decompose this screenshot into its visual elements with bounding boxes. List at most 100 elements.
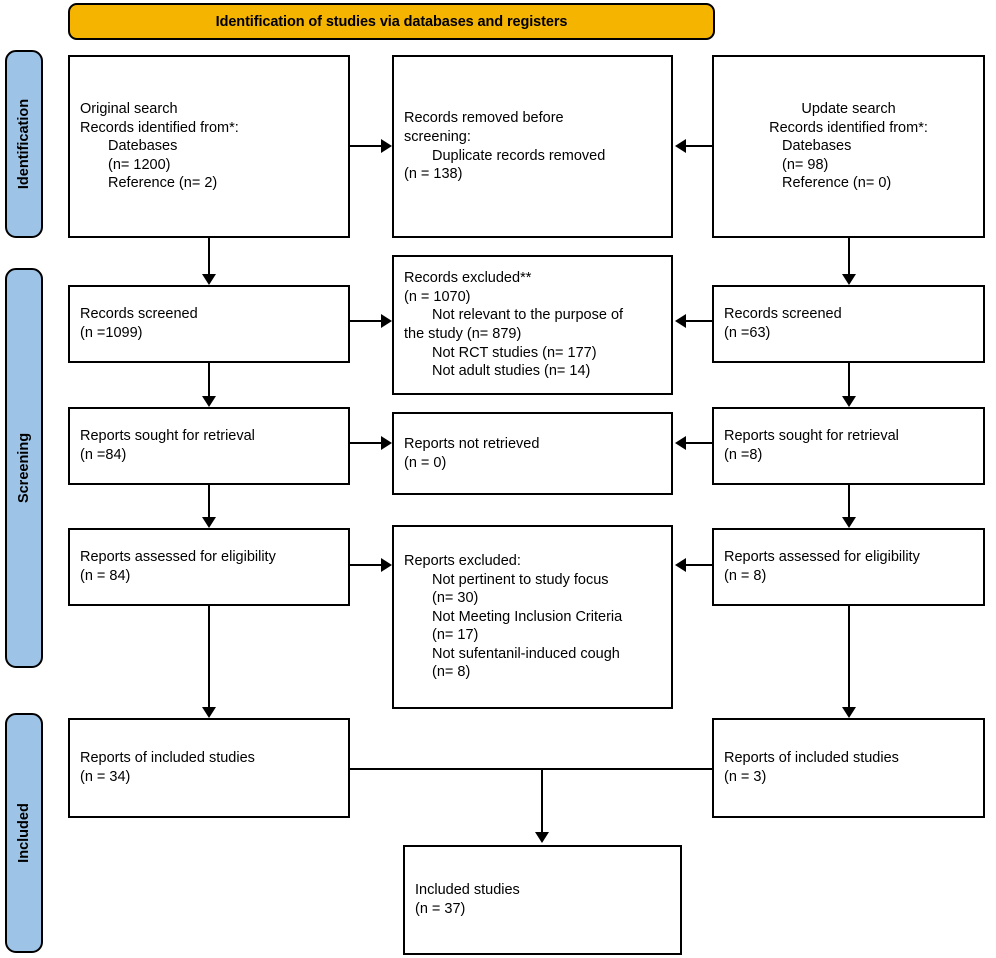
node-records-excluded: Records excluded** (n = 1070) Not releva… <box>392 255 673 395</box>
node-line: Records screened <box>80 306 198 323</box>
edge-origsearch-to-screened <box>208 238 210 274</box>
node-line: (n = 138) <box>404 166 463 183</box>
stage-label-included: Included <box>16 803 32 863</box>
arrowhead-left <box>675 314 686 328</box>
node-line: Not adult studies (n= 14) <box>432 363 591 380</box>
node-line: Reports assessed for eligibility <box>724 549 920 566</box>
arrowhead-down <box>842 517 856 528</box>
node-line: Reports assessed for eligibility <box>80 549 276 566</box>
edge-screenedright-to-sought <box>848 363 850 396</box>
node-line: Records identified from*: <box>80 119 239 136</box>
arrowhead-left <box>675 558 686 572</box>
node-line: Reports not retrieved <box>404 435 540 452</box>
edge-soughtright-to-assessed <box>848 485 850 517</box>
node-line: Records excluded** <box>404 270 532 287</box>
node-line: Reports of included studies <box>80 750 255 767</box>
node-reports-sought-right: Reports sought for retrieval (n =8) <box>712 407 985 485</box>
node-line: Not RCT studies (n= 177) <box>432 344 597 361</box>
node-line: Reports excluded: <box>404 553 521 570</box>
node-reports-assessed-left: Reports assessed for eligibility (n = 84… <box>68 528 350 606</box>
arrowhead-left <box>675 139 686 153</box>
node-line: (n = 84) <box>80 568 131 584</box>
arrowhead-right <box>381 314 392 328</box>
node-line: (n = 3) <box>724 769 767 785</box>
node-line: screening: <box>404 128 661 147</box>
node-reports-included-right: Reports of included studies (n = 3) <box>712 718 985 818</box>
node-reports-assessed-right: Reports assessed for eligibility (n = 8) <box>712 528 985 606</box>
node-included-studies-total: Included studies (n = 37) <box>403 845 682 955</box>
edge-screenedleft-to-sought <box>208 363 210 396</box>
node-line-part-italic: before <box>522 110 564 127</box>
node-line: (n= 17) <box>432 627 479 644</box>
arrowhead-right <box>381 436 392 450</box>
edge-updatesearch-to-screened <box>848 238 850 274</box>
node-reports-sought-left: Reports sought for retrieval (n =84) <box>68 407 350 485</box>
node-line: Datebases <box>108 138 178 155</box>
edge-assessedright-to-included <box>848 606 850 707</box>
node-line: Not Meeting Inclusion Criteria <box>432 608 623 625</box>
node-line: (n =84) <box>80 447 127 463</box>
node-line: (n= 30) <box>432 590 479 607</box>
node-line: Included studies <box>415 882 520 899</box>
node-reports-not-retrieved: Reports not retrieved (n = 0) <box>392 412 673 495</box>
stage-bar-included: Included <box>5 713 43 953</box>
node-line: Reports sought for retrieval <box>724 428 899 445</box>
node-line: Update search <box>801 101 896 118</box>
node-line: Reference (n= 2) <box>108 175 218 192</box>
node-line: Not pertinent to study focus <box>432 571 609 588</box>
edge-screenedright-to-excluded <box>686 320 712 322</box>
node-line: (n= 1200) <box>108 156 171 173</box>
edge-soughtright-to-notretrieved <box>686 442 712 444</box>
node-line: (n =63) <box>724 325 771 341</box>
node-update-search: Update search Records identified from*: … <box>712 55 985 238</box>
edge-soughtleft-to-assessed <box>208 485 210 517</box>
node-line: Records identified from*: <box>769 119 928 136</box>
node-line: (n = 1070) <box>404 288 471 305</box>
node-line: Duplicate records removed <box>432 147 606 164</box>
stage-label-identification: Identification <box>16 98 32 190</box>
arrowhead-left <box>675 436 686 450</box>
edge-assessedright-to-repexcluded <box>686 564 712 566</box>
node-line: (n = 37) <box>415 901 466 917</box>
node-line: Records screened <box>724 306 842 323</box>
edge-assessedleft-to-included <box>208 606 210 707</box>
edge-merge-bus <box>350 768 712 770</box>
node-line-part-italic: screening <box>404 128 467 145</box>
arrowhead-right <box>381 558 392 572</box>
arrowhead-down <box>202 396 216 407</box>
node-line: (n =8) <box>724 447 763 463</box>
node-line: (n = 0) <box>404 454 447 471</box>
node-line: (n =1099) <box>80 325 143 341</box>
stage-bar-screening: Screening <box>5 268 43 668</box>
diagram-title-banner: Identification of studies via databases … <box>68 3 715 40</box>
node-line: Datebases <box>782 138 852 155</box>
arrowhead-down <box>202 274 216 285</box>
node-line: Reports sought for retrieval <box>80 428 255 445</box>
node-line: Reference (n= 0) <box>782 175 892 192</box>
node-line-part: Records removed <box>404 110 523 127</box>
arrowhead-down <box>842 707 856 718</box>
node-line: (n= 98) <box>782 156 829 173</box>
arrowhead-right <box>381 139 392 153</box>
node-line: Records removed before <box>404 109 661 128</box>
arrowhead-down <box>202 707 216 718</box>
edge-soughtleft-to-notretrieved <box>350 442 381 444</box>
edge-assessedleft-to-repexcluded <box>350 564 381 566</box>
diagram-title: Identification of studies via databases … <box>215 13 568 30</box>
node-records-removed: Records removed before screening: Duplic… <box>392 55 673 238</box>
arrowhead-down <box>202 517 216 528</box>
node-line: Not sufentanil-induced cough <box>432 645 620 662</box>
node-line: (n= 8) <box>432 664 471 681</box>
node-reports-included-left: Reports of included studies (n = 34) <box>68 718 350 818</box>
node-records-screened-left: Records screened (n =1099) <box>68 285 350 363</box>
node-line-part: : <box>466 128 471 145</box>
edge-screenedleft-to-excluded <box>350 320 381 322</box>
edge-origsearch-to-removed <box>350 145 381 147</box>
node-line: (n = 8) <box>724 568 767 584</box>
node-line: Reports of included studies <box>724 750 899 767</box>
stage-bar-identification: Identification <box>5 50 43 238</box>
arrowhead-down <box>842 396 856 407</box>
edge-merge-to-total <box>541 768 543 832</box>
arrowhead-down <box>535 832 549 843</box>
